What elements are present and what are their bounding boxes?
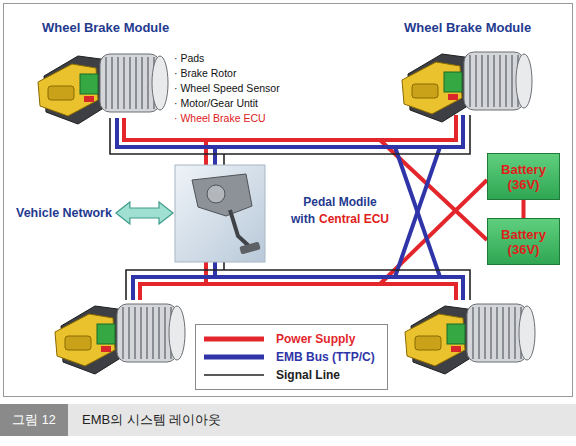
- network-node: Vehicle Network: [16, 205, 112, 221]
- caption-band: [68, 404, 576, 436]
- legend-text: EMB Bus (TTP/C): [276, 350, 375, 364]
- node-label: Central ECU: [319, 212, 389, 226]
- legend-text: Signal Line: [276, 368, 340, 382]
- figure-number: 그림 12: [0, 404, 68, 436]
- wheel-brake-module-figure: [55, 304, 185, 374]
- pedal-module-figure: [175, 165, 265, 262]
- legend-text: Power Supply: [276, 332, 355, 346]
- bus-wiring: [110, 115, 487, 300]
- wheel-brake-module: Wheel Brake Module: [42, 20, 196, 128]
- battery-box: Battery (36V): [487, 218, 560, 265]
- battery-label: Battery (36V): [494, 162, 554, 192]
- caption-tag: [0, 404, 68, 436]
- legend-box: Power SupplyEMB Bus (TTP/C) Signal Line: [195, 324, 388, 390]
- pedal-module: Pedal Modilewith Central ECU: [175, 165, 394, 262]
- legend-line-sample: [204, 334, 264, 344]
- node-label: Vehicle Network: [16, 205, 112, 221]
- node-label: Pedal Modile: [291, 194, 389, 211]
- part-list-item: · Wheel Speed Sensor: [174, 82, 280, 95]
- figure-caption: EMB의 시스템 레이아웃: [82, 404, 221, 436]
- module-heading: Wheel Brake Module: [404, 20, 558, 36]
- legend-line-sample: [204, 370, 264, 380]
- module-heading: Wheel Brake Module: [42, 20, 196, 36]
- wheel-brake-module-figure: [402, 52, 532, 122]
- battery-label: Battery (36V): [494, 227, 554, 257]
- part-list-item: · Wheel Brake ECU: [174, 112, 266, 125]
- part-list-item: · Brake Rotor: [174, 67, 236, 80]
- battery-box: Battery (36V): [487, 153, 560, 200]
- diagram-frame: [4, 4, 573, 397]
- legend-row: EMB Bus (TTP/C): [204, 348, 375, 366]
- pedal-text-line: with Central ECU: [291, 211, 389, 228]
- legend-line-sample: [204, 352, 264, 362]
- pedal-text-block: Pedal Modilewith Central ECU: [291, 194, 389, 228]
- wheel-brake-module-figure: [405, 304, 535, 374]
- part-list-item: · Motor/Gear Untit: [174, 97, 258, 110]
- legend-row: Power Supply: [204, 330, 375, 348]
- network-arrow: [116, 202, 173, 224]
- legend-row: Signal Line: [204, 366, 375, 384]
- node-label: with: [291, 212, 315, 226]
- part-list-item: · Pads: [174, 52, 204, 65]
- power-wire: [522, 200, 526, 218]
- wheel-brake-module-figure: [38, 54, 168, 124]
- wheel-brake-module: Wheel Brake Module: [404, 20, 558, 128]
